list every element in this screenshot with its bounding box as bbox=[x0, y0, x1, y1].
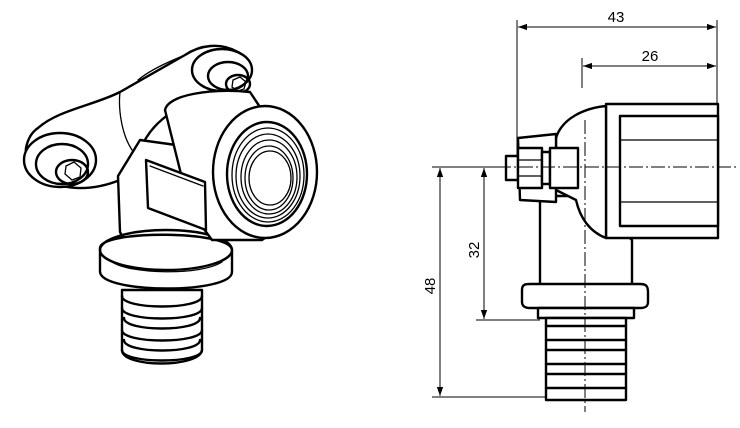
hex-flat bbox=[144, 158, 208, 232]
dimension-label-32: 32 bbox=[466, 242, 483, 259]
outlet-shoulder bbox=[554, 104, 608, 240]
right-screw-lug bbox=[190, 47, 254, 95]
ribbed-spigot bbox=[120, 288, 204, 365]
hex-socket-icon bbox=[64, 161, 82, 181]
dimension-label-26: 26 bbox=[642, 48, 659, 65]
bracket-edge bbox=[118, 91, 133, 151]
screw-assembly bbox=[504, 146, 580, 190]
hex-flat-edge bbox=[149, 165, 204, 187]
hex-socket-icon bbox=[231, 76, 247, 92]
side-spigot bbox=[544, 316, 628, 402]
left-screw-lug bbox=[22, 131, 98, 189]
collar-step bbox=[536, 306, 636, 320]
side-view bbox=[432, 20, 736, 412]
bracket-edge bbox=[137, 54, 186, 81]
pex-collar bbox=[98, 228, 234, 290]
isometric-view bbox=[22, 44, 319, 365]
outlet-thread bbox=[618, 114, 720, 228]
dimension-label-43: 43 bbox=[608, 9, 625, 26]
dimension-label-48: 48 bbox=[422, 278, 439, 295]
